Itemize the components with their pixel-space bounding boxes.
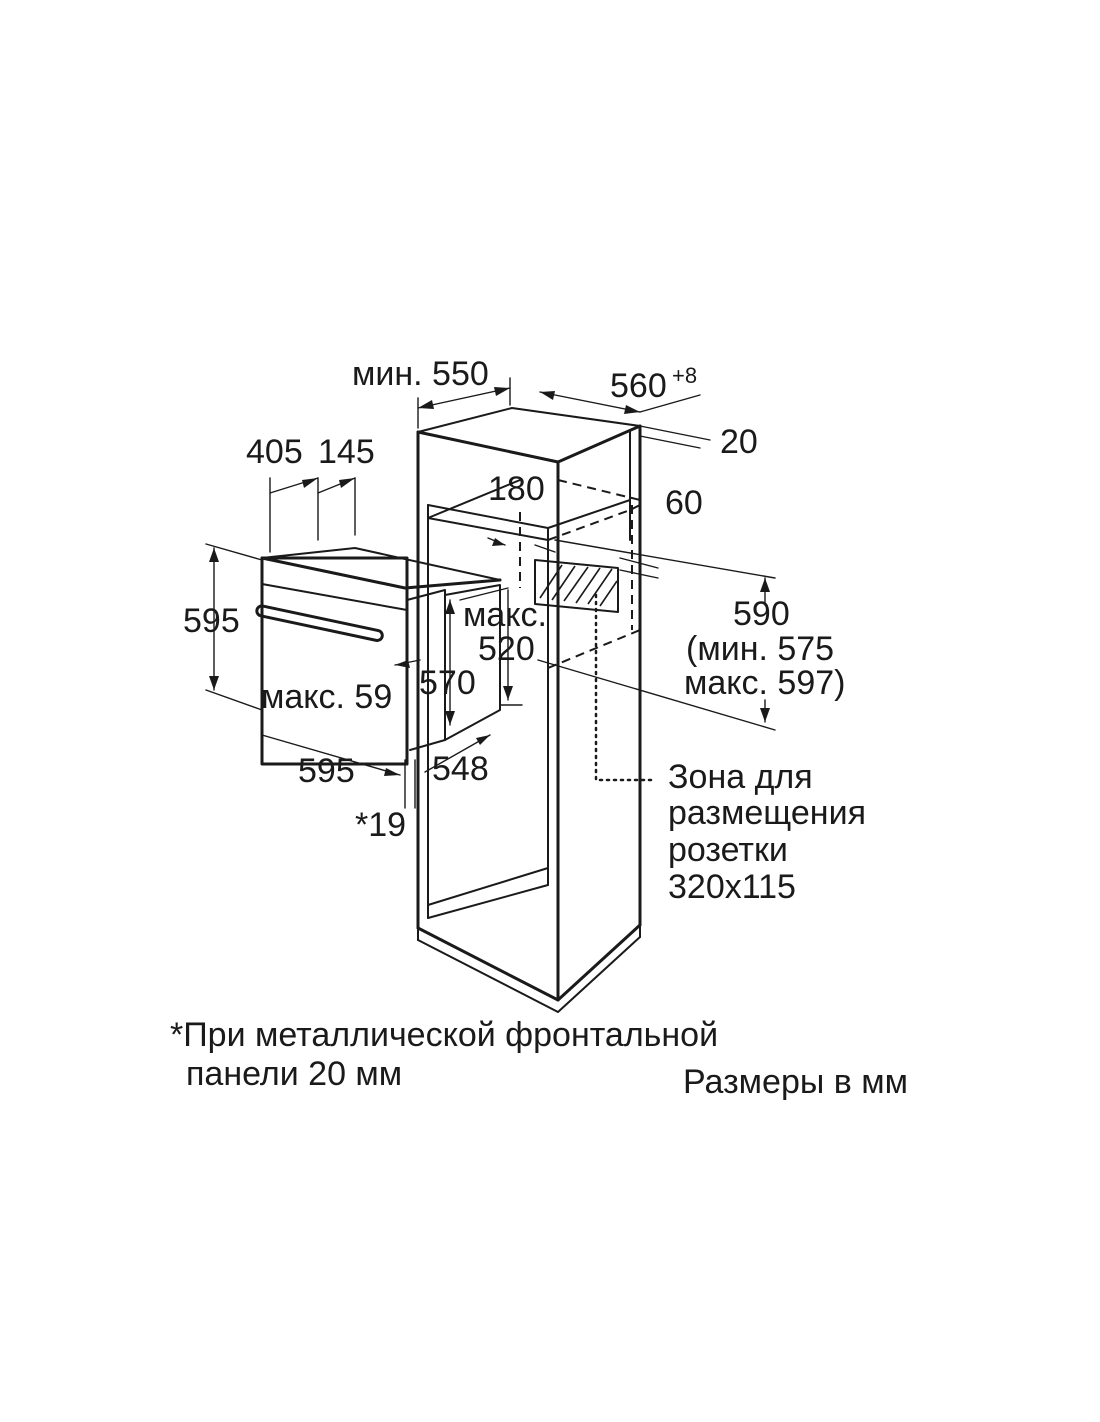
socket-zone-line-4: 320x115: [668, 868, 796, 906]
label-oven-width: 595: [298, 752, 355, 790]
oven-handle: [255, 604, 384, 642]
niche-dashed-top2: [557, 479, 641, 501]
cabinet-upper-shelf-back: [427, 517, 549, 541]
socket-zone-line-2: размещения: [668, 794, 866, 832]
cabinet-bottom-edge: [416, 923, 642, 1002]
cabinet-upper-shelf: [427, 499, 631, 529]
label-front-panel: *19: [355, 806, 406, 844]
dimension-lines: [205, 377, 776, 809]
label-cab-width-tolerance: +8: [672, 363, 697, 388]
socket-zone-line-1: Зона для: [668, 758, 813, 796]
label-niche-height-max: макс. 597): [684, 664, 845, 702]
cabinet-shelf-diag: [427, 479, 521, 519]
label-max-1: макс.: [463, 596, 547, 634]
cabinet-top-front-edge: [416, 424, 642, 464]
label-niche-side: 60: [665, 484, 703, 522]
socket-zone-caption: Зона для размещения розетки 320x115: [668, 758, 866, 906]
cabinet-plinth: [417, 936, 641, 1013]
label-niche-height-min: (мин. 575: [686, 630, 834, 668]
socket-zone-box: [534, 559, 619, 613]
cabinet-inner-floor: [427, 867, 549, 919]
oven-drawing: [255, 547, 502, 766]
label-oven-height: 595: [183, 602, 240, 640]
oven-front-panel-top-strip: [261, 583, 408, 611]
label-oven-body-height: 570: [419, 664, 476, 702]
oven-top-back: [261, 547, 501, 581]
units-note: Размеры в мм: [683, 1063, 908, 1101]
label-cab-width: 560: [610, 367, 667, 405]
niche-dashed-top: [547, 504, 641, 541]
label-oven-depth-body: 405: [246, 433, 303, 471]
socket-zone-hatching: [539, 564, 618, 607]
label-front-depth-max: макс. 59: [261, 678, 392, 716]
label-cab-side: 20: [720, 423, 758, 461]
niche-dashed-bottom: [547, 629, 641, 669]
footnote-line-1: *При металлической фронтальной: [170, 1016, 718, 1054]
dimension-labels: мин. 550 560 +8 20 180 60 405 145 595 ма…: [183, 355, 845, 844]
cabinet-drawing: [416, 407, 657, 1013]
label-oven-depth-front: 145: [318, 433, 375, 471]
label-max-value-1: 520: [478, 630, 535, 668]
label-cab-depth: мин. 550: [352, 355, 489, 393]
label-niche-top: 180: [488, 470, 545, 508]
oven-top-front: [260, 556, 502, 590]
cabinet-top-back-edge: [417, 407, 641, 433]
label-oven-body-width: 548: [432, 750, 489, 788]
footnote-line-2: панели 20 мм: [186, 1055, 402, 1093]
footnote: *При металлической фронтальной панели 20…: [170, 1016, 718, 1093]
label-niche-height: 590: [733, 595, 790, 633]
socket-zone-leader: [594, 593, 657, 782]
socket-zone-line-3: розетки: [668, 831, 788, 869]
